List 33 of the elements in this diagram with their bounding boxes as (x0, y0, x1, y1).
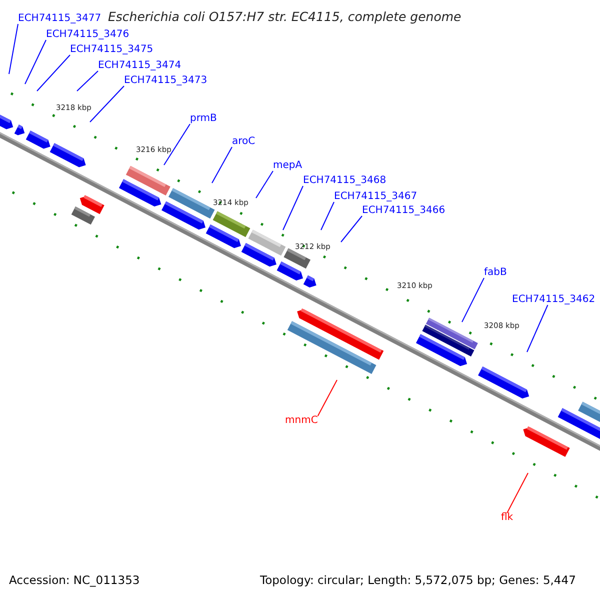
gene-label: ECH74115_3474 (98, 61, 182, 71)
gene-label: ECH74115_3468 (303, 176, 386, 186)
leader-line (212, 146, 232, 184)
gene-label: flk (501, 513, 514, 523)
gene-label: ECH74115_3466 (362, 206, 446, 216)
gene-label: ECH74115_3462 (512, 295, 596, 305)
gene-label: mepA (273, 161, 302, 171)
gene-label: ECH74115_3475 (70, 45, 154, 55)
gene-label: prmB (190, 114, 217, 124)
gene-label: mnmC (285, 416, 318, 426)
accession-text: Accession: NC_011353 (9, 575, 140, 586)
leader-line (340, 216, 362, 242)
leader-line (282, 186, 304, 230)
gene-label: aroC (232, 137, 256, 147)
leader-line (36, 54, 70, 92)
gene-label: ECH74115_3476 (46, 30, 130, 40)
leader-line (164, 124, 190, 166)
leader-line (506, 472, 528, 514)
leader-line (24, 40, 46, 84)
gene-label: ECH74115_3473 (124, 76, 208, 86)
gene-label: ECH74115_3467 (334, 192, 418, 202)
leader-line (320, 202, 334, 230)
leader-line (90, 86, 124, 122)
leader-line (526, 304, 548, 352)
genome-info-text: Topology: circular; Length: 5,572,075 bp; Genes: 5,447 (260, 575, 576, 586)
leader-line (317, 380, 338, 416)
leader-line (462, 278, 484, 322)
leader-line (256, 170, 274, 198)
title: Escherichia coli O157:H7 str. EC4115, complete genome (108, 11, 462, 24)
leader-line (8, 24, 18, 74)
gene-label: ECH74115_3477 (18, 14, 102, 24)
leader-line (76, 70, 98, 92)
gene-label: fabB (484, 268, 507, 278)
